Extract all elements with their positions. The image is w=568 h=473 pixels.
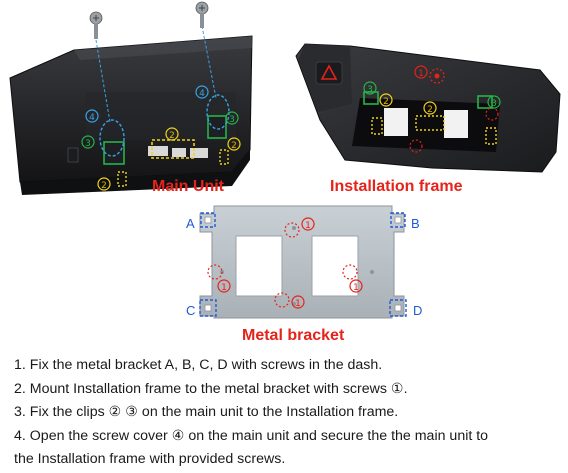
svg-text:1: 1 <box>221 283 227 293</box>
svg-text:2: 2 <box>427 105 433 115</box>
marker-3-frame-right: 3 <box>487 95 501 109</box>
svg-text:2: 2 <box>383 97 389 107</box>
screw-icon <box>89 11 103 39</box>
marker-3-right: 3 <box>225 111 239 125</box>
svg-text:2: 2 <box>231 141 237 151</box>
svg-text:4: 4 <box>89 113 95 123</box>
svg-text:2: 2 <box>169 131 175 141</box>
marker-2-frame-left: 2 <box>379 93 393 107</box>
svg-text:3: 3 <box>367 85 373 95</box>
step-4-continued: the Installation frame with provided scr… <box>14 451 286 468</box>
corner-label-b: B <box>411 216 420 231</box>
marker-1-frame-top: 1 <box>414 65 428 79</box>
svg-text:3: 3 <box>85 139 91 149</box>
corner-label-d: D <box>413 303 423 318</box>
warning-triangle-icon <box>315 61 343 85</box>
svg-text:3: 3 <box>491 99 497 109</box>
marker-1-bracket-bottom: 1 <box>291 295 305 309</box>
instruction-steps: 1. Fix the metal bracket A, B, C, D with… <box>14 354 564 472</box>
svg-text:1: 1 <box>353 283 359 293</box>
svg-text:1: 1 <box>305 221 311 231</box>
caption-installation-frame: Installation frame <box>330 178 463 195</box>
step-4: 4. Open the screw cover ④ on the main un… <box>14 427 489 444</box>
marker-2-frame-center: 2 <box>423 101 437 115</box>
marker-2-left: 2 <box>97 177 111 191</box>
step-2: 2. Mount Installation frame to the metal… <box>14 380 408 397</box>
step-1: 1. Fix the metal bracket A, B, C, D with… <box>14 357 383 373</box>
screw-icon <box>195 1 209 28</box>
main-unit-illustration <box>9 25 253 195</box>
svg-text:4: 4 <box>199 89 205 99</box>
svg-text:1: 1 <box>418 69 424 79</box>
marker-2-center: 2 <box>165 127 179 141</box>
marker-3-left: 3 <box>81 135 95 149</box>
installation-frame-illustration <box>295 43 561 173</box>
caption-main-unit: Main Unit <box>152 178 224 195</box>
marker-1-bracket-left: 1 <box>217 279 231 293</box>
svg-text:3: 3 <box>229 115 235 125</box>
corner-label-a: A <box>186 216 195 231</box>
marker-3-frame-left: 3 <box>363 81 377 95</box>
marker-1-bracket-top: 1 <box>301 217 315 231</box>
metal-bracket-illustration <box>199 205 407 319</box>
marker-4-left: 4 <box>85 109 99 123</box>
marker-4-right: 4 <box>195 85 209 99</box>
step-3: 3. Fix the clips ② ③ on the main unit to… <box>14 404 399 421</box>
svg-text:1: 1 <box>295 299 301 309</box>
caption-metal-bracket: Metal bracket <box>242 327 345 344</box>
marker-1-bracket-right: 1 <box>349 279 363 293</box>
marker-2-right: 2 <box>227 137 241 151</box>
corner-label-c: C <box>186 303 196 318</box>
svg-text:2: 2 <box>101 181 107 191</box>
